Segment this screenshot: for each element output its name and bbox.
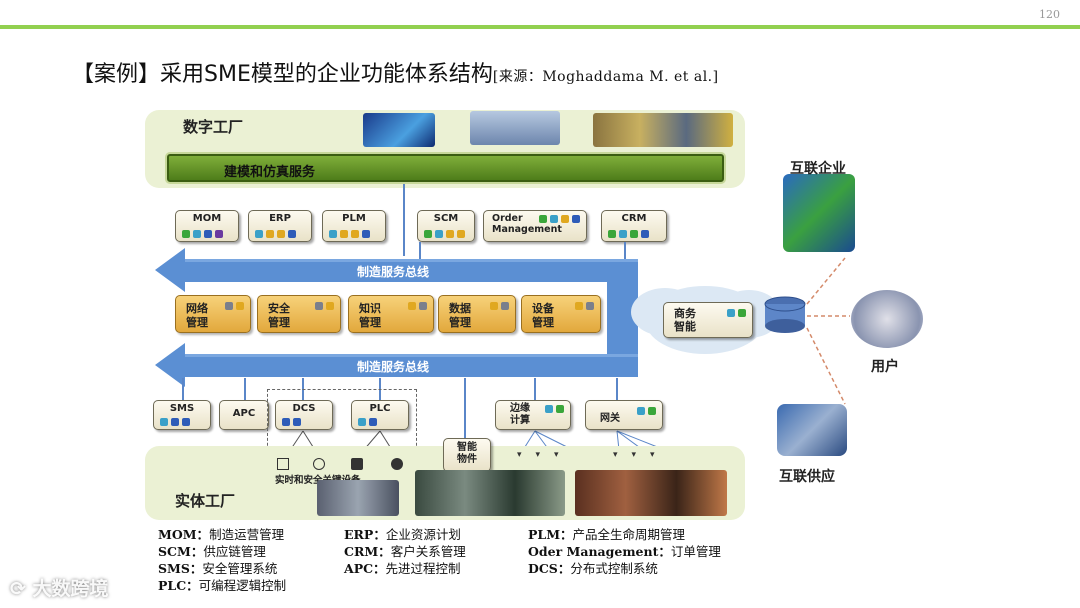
valve-icon	[277, 458, 289, 470]
connected-enterprise-image	[783, 174, 855, 252]
gateway-devices: ▾▾▾	[613, 450, 669, 460]
bus-lower-label: 制造服务总线	[357, 360, 430, 374]
security-management-block: 安全管理	[257, 295, 341, 333]
sms-module: SMS	[153, 400, 211, 430]
page-number: 120	[1039, 8, 1060, 21]
edge-devices: ▾▾▾	[517, 450, 573, 460]
gauge-icon	[313, 458, 325, 470]
modeling-simulation-bar: 建模和仿真服务	[167, 154, 724, 182]
erp-module: ERP	[248, 210, 312, 242]
knowledge-management-block: 知识管理	[348, 295, 434, 333]
architecture-figure: 数字工厂 建模和仿真服务 MOM ERP PLM SCM Order Manag…	[145, 108, 935, 598]
user-label: 用户	[871, 359, 899, 375]
dcs-module: DCS	[275, 400, 333, 430]
plant-photo-2	[415, 470, 565, 516]
motor-icon	[351, 458, 363, 470]
slide-title: 【案例】采用SME模型的企业功能体系结构[来源：Moghaddama M. et…	[72, 56, 719, 88]
factory-layout-image	[470, 111, 560, 145]
title-source: [来源：Moghaddama M. et al.]	[492, 69, 719, 85]
plant-photo-3	[575, 470, 727, 516]
smart-object-module: 智能物件	[443, 438, 491, 472]
plant-photo-1	[317, 480, 399, 516]
user-globe-image	[851, 290, 923, 348]
business-intelligence-module: 商务智能	[663, 302, 753, 338]
scm-module: SCM	[417, 210, 475, 242]
modeling-simulation-label: 建模和仿真服务	[224, 165, 316, 180]
title-underline-bar	[0, 25, 1080, 29]
plc-module: PLC	[351, 400, 409, 430]
cad-model-image	[363, 113, 435, 147]
bus-upper-label: 制造服务总线	[357, 265, 430, 279]
gateway-module: 网关	[585, 400, 663, 430]
crm-module: CRM	[601, 210, 667, 242]
order-management-module: Order Management	[483, 210, 587, 242]
connected-supply-label: 互联供应	[779, 469, 835, 485]
robot-line-image	[593, 113, 733, 147]
network-management-block: 网络管理	[175, 295, 251, 333]
physical-factory-label: 实体工厂	[175, 492, 236, 510]
connector-line	[403, 184, 405, 256]
watermark-logo: ⟳ 大数跨境	[10, 578, 109, 600]
plm-module: PLM	[322, 210, 386, 242]
title-main: 【案例】采用SME模型的企业功能体系结构	[72, 62, 493, 87]
data-management-block: 数据管理	[438, 295, 516, 333]
connected-enterprise-label: 互联企业	[790, 161, 846, 177]
connected-supply-image	[777, 404, 847, 456]
edge-computing-module: 边缘计算	[495, 400, 571, 430]
apc-module: APC	[219, 400, 269, 430]
mom-module: MOM	[175, 210, 239, 242]
device-management-block: 设备管理	[521, 295, 601, 333]
digital-factory-label: 数字工厂	[183, 118, 244, 136]
sensor-icon	[391, 458, 403, 470]
